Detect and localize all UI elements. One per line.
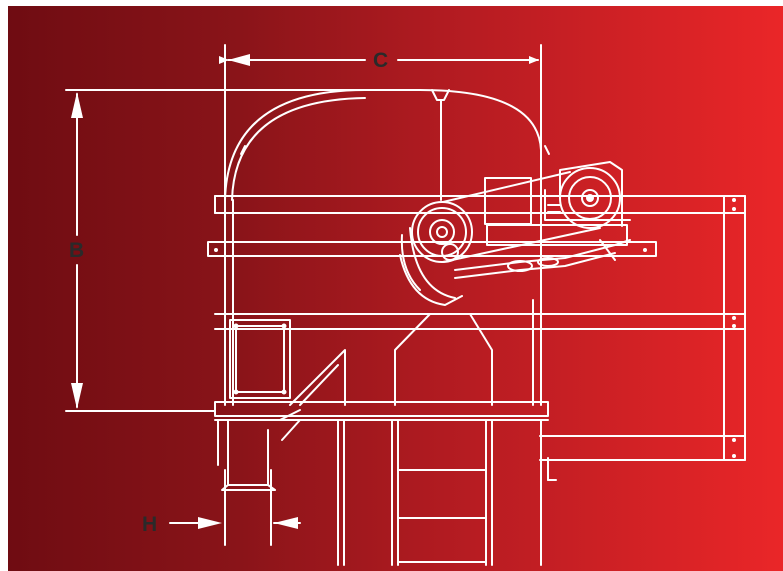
dimension-h bbox=[169, 469, 301, 546]
dimension-h-label: H bbox=[142, 513, 158, 536]
pulley-icon bbox=[399, 201, 473, 306]
base-platform bbox=[214, 401, 549, 491]
red-gradient-panel bbox=[8, 6, 783, 571]
bolt-details bbox=[214, 198, 736, 458]
dimension-c bbox=[219, 44, 542, 201]
head-housing bbox=[224, 89, 550, 201]
ladder-icon bbox=[337, 419, 557, 566]
dimension-b bbox=[65, 89, 366, 412]
inspection-door bbox=[229, 319, 291, 399]
dimension-c-label: C bbox=[373, 49, 389, 72]
casing bbox=[224, 199, 542, 406]
discharge-chute bbox=[289, 313, 493, 406]
drive-motor-icon bbox=[442, 161, 631, 279]
dimension-b-label: B bbox=[69, 239, 85, 262]
